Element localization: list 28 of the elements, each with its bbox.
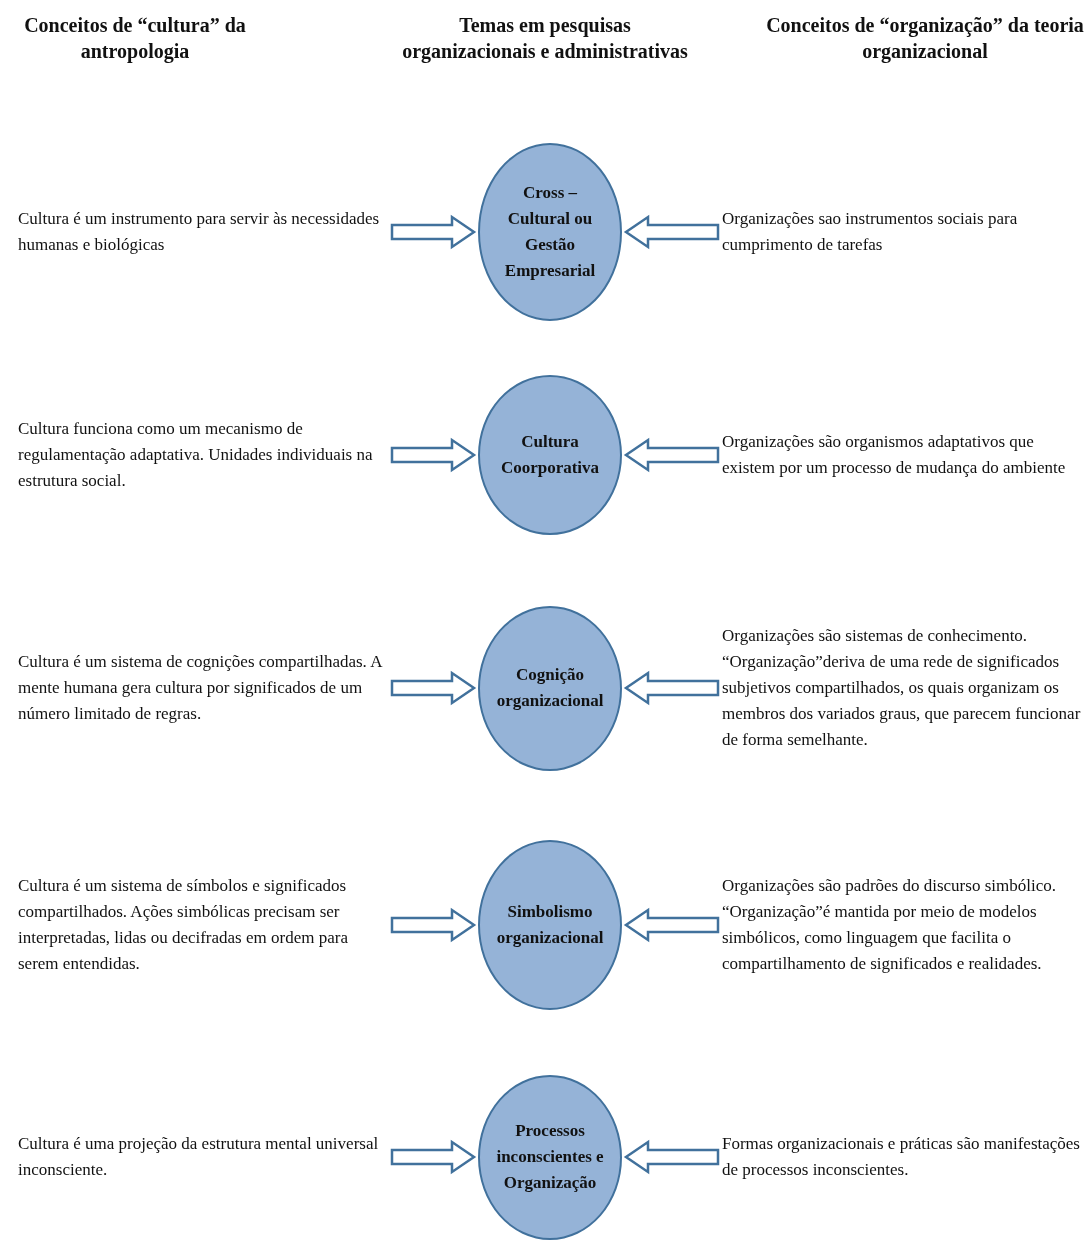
topic-circle: Simbolismo organizacional <box>478 840 622 1010</box>
block-arrow <box>623 907 720 943</box>
concept-text: Organizações são padrões do discurso simbólico. “Organização”é mantida por meio de modelos simbólicos, como linguagem que facilita o compartilhamento de significados e realidades. <box>722 873 1090 977</box>
block-arrow <box>623 214 720 250</box>
concept-text: Cultura é um sistema de cognições compartilhadas. A mente humana gera cultura por significados de um número limitado de regras. <box>18 649 390 727</box>
concept-text: Cultura é uma projeção da estrutura mental universal inconsciente. <box>18 1131 390 1183</box>
column-heading: Conceitos de “cultura” da antropologia <box>23 13 247 64</box>
concept-text: Organizações são sistemas de conhecimento. “Organização”deriva de uma rede de significados subjetivos compartilhados, os quais organizam os membros dos variados graus, que parecem funcionar de forma semelhante. <box>722 623 1090 753</box>
topic-circle: Cultura Coorporativa <box>478 375 622 535</box>
block-arrow <box>623 1139 720 1175</box>
block-arrow <box>623 670 720 706</box>
concept-text: Cultura funciona como um mecanismo de regulamentação adaptativa. Unidades individuais na estrutura social. <box>18 416 390 494</box>
concept-text: Organizações sao instrumentos sociais para cumprimento de tarefas <box>722 206 1090 258</box>
block-arrow <box>390 214 477 250</box>
block-arrow <box>390 1139 477 1175</box>
concept-text: Organizações são organismos adaptativos que existem por um processo de mudança do ambiente <box>722 429 1090 481</box>
column-heading: Conceitos de “organização” da teoria organizacional <box>765 13 1085 64</box>
concept-text: Formas organizacionais e práticas são manifestações de processos inconscientes. <box>722 1131 1090 1183</box>
topic-circle: Cognição organizacional <box>478 605 622 771</box>
block-arrow <box>390 907 477 943</box>
block-arrow <box>390 437 477 473</box>
topic-circle: Cross – Cultural ou Gestão Empresarial <box>478 143 622 321</box>
concept-text: Cultura é um sistema de símbolos e significados compartilhados. Ações simbólicas precisam ser interpretadas, lidas ou decifradas em ordem para serem entendidas. <box>18 873 390 977</box>
block-arrow <box>623 437 720 473</box>
topic-circle: Processos inconscientes e Organização <box>478 1074 622 1240</box>
column-heading: Temas em pesquisas organizacionais e administrativas <box>401 13 689 64</box>
concept-text: Cultura é um instrumento para servir às necessidades humanas e biológicas <box>18 206 390 258</box>
block-arrow <box>390 670 477 706</box>
